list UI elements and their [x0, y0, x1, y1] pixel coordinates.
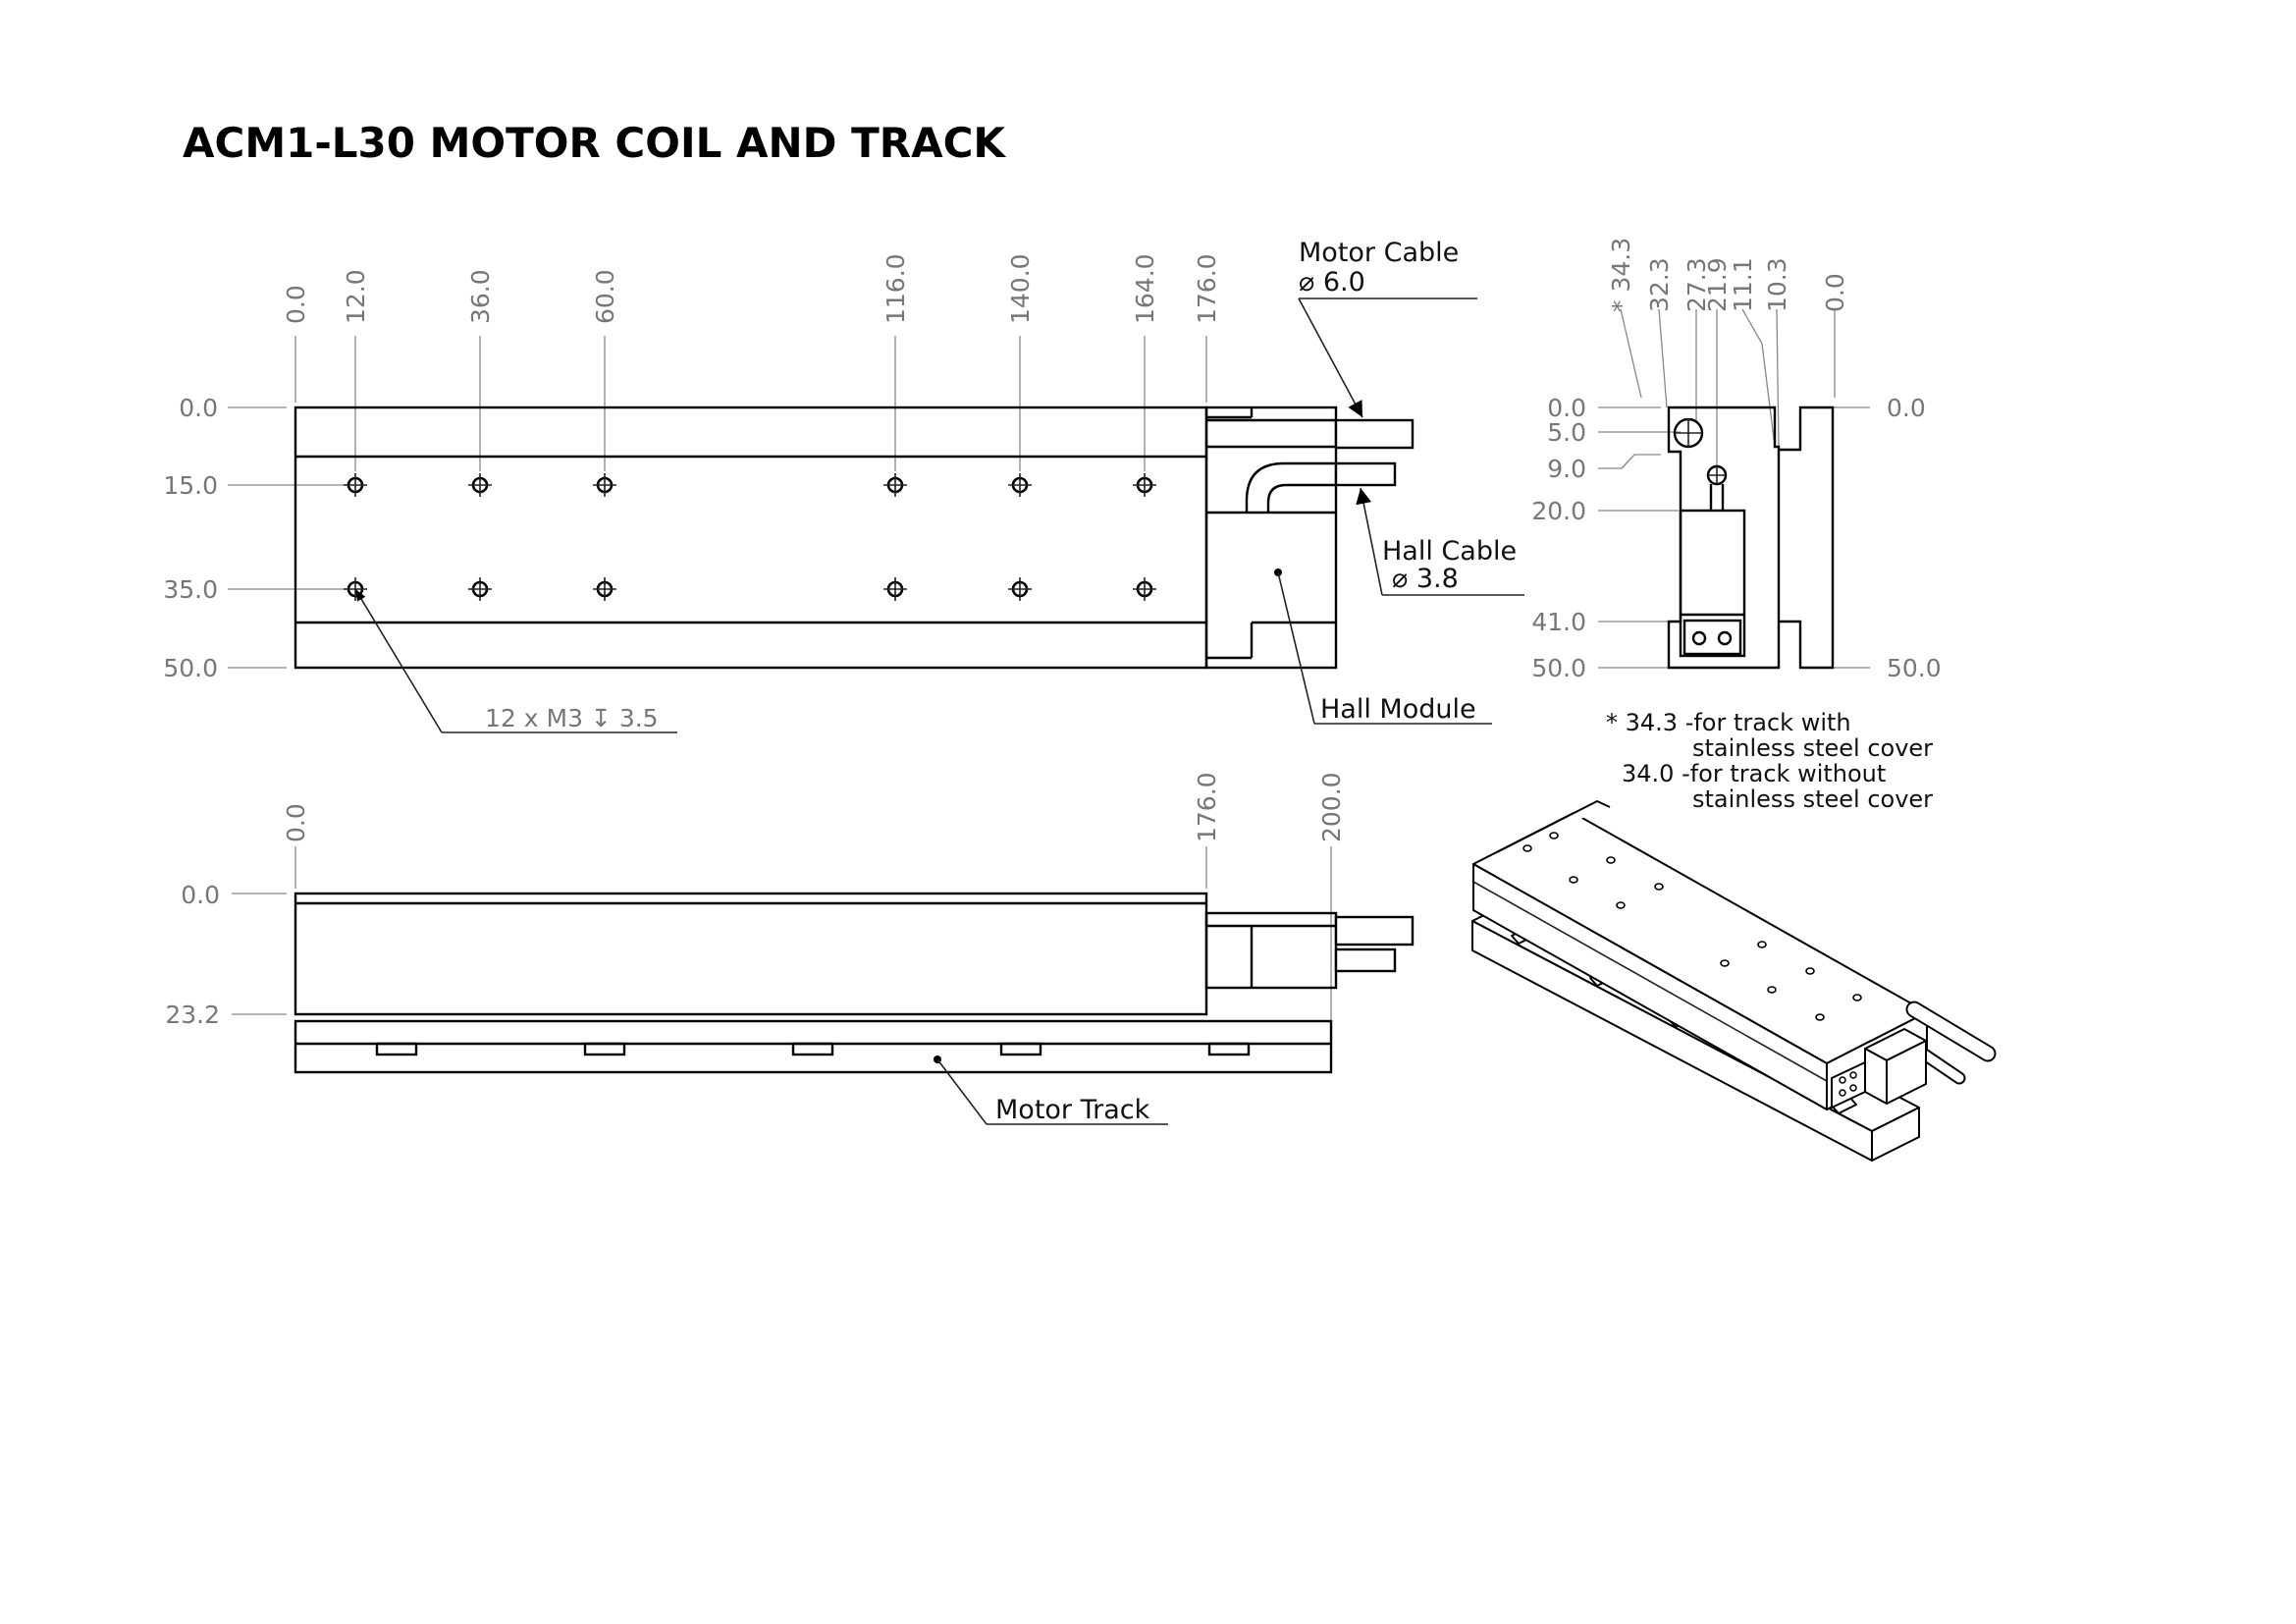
note-line-4: stainless steel cover [1692, 785, 1933, 813]
motor-cable [1206, 418, 1415, 450]
mounting-hole [1008, 473, 1032, 497]
side-x-dim-176: 176.0 [1193, 772, 1221, 842]
hall-module [1204, 406, 1338, 670]
side-view: 0.0 176.0 200.0 0.0 23.2 Motor Track [165, 772, 1415, 1125]
top-y-dim-50: 50.0 [163, 654, 218, 682]
mounting-hole [593, 473, 616, 497]
end-x-dim-0: 0.0 [1821, 273, 1849, 312]
end-x-dim-32-3: 32.3 [1645, 257, 1674, 312]
motor-coil-body [294, 406, 1208, 670]
hall-cable [1245, 461, 1397, 513]
side-x-dim-0: 0.0 [282, 803, 310, 842]
end-y-dim-41: 41.0 [1531, 608, 1586, 636]
side-y-dim-0: 0.0 [181, 881, 220, 909]
motor-track-label: Motor Track [995, 1095, 1150, 1125]
mounting-hole [1133, 473, 1156, 497]
top-view-y-extension-lines [228, 406, 348, 669]
motor-cable-callout: Motor Cable ⌀ 6.0 [1298, 238, 1477, 418]
top-x-dim-116: 116.0 [881, 253, 910, 324]
motor-cable-diameter: ⌀ 6.0 [1299, 267, 1365, 298]
side-coil-body [294, 892, 1208, 1016]
side-x-dim-200: 200.0 [1317, 772, 1346, 842]
top-y-dim-15: 15.0 [163, 471, 218, 500]
motor-cable-label: Motor Cable [1299, 238, 1459, 268]
hall-module-label: Hall Module [1320, 694, 1476, 725]
end-view-track-outline [1779, 406, 1835, 670]
end-x-dim-27-3: 27.3 [1682, 257, 1711, 312]
hole-callout: 12 x M3 ↧ 3.5 [485, 704, 659, 732]
top-view-x-extension-lines [294, 336, 1207, 471]
motor-track [294, 1019, 1333, 1074]
end-y-dim-0: 0.0 [1547, 394, 1586, 422]
end-y-dim-50: 50.0 [1531, 654, 1586, 682]
top-y-dim-35: 35.0 [163, 575, 218, 604]
end-y-dim-right-0: 0.0 [1887, 394, 1926, 422]
drawing-title: ACM1-L30 MOTOR COIL AND TRACK [183, 119, 1006, 167]
top-view: 0.0 12.0 36.0 60.0 116.0 140.0 164.0 176… [163, 253, 1492, 733]
cover-note: * 34.3 -for track with stainless steel c… [1606, 709, 1933, 813]
top-x-dim-36: 36.0 [466, 269, 495, 324]
end-x-dim-21-9: 21.9 [1703, 257, 1732, 312]
hall-cable-label: Hall Cable [1382, 536, 1517, 567]
isometric-view [1471, 800, 1997, 1162]
end-y-dim-right-50: 50.0 [1887, 654, 1942, 682]
mounting-holes [344, 473, 1156, 601]
mounting-hole [1008, 577, 1032, 601]
mounting-hole [593, 577, 616, 601]
note-line-3: 34.0 -for track without [1622, 760, 1886, 787]
end-y-dim-20: 20.0 [1531, 497, 1586, 525]
note-line-2: stainless steel cover [1692, 734, 1933, 762]
hall-cable-callout: Hall Cable ⌀ 3.8 [1356, 487, 1524, 596]
top-x-dim-12: 12.0 [342, 269, 370, 324]
mounting-hole [468, 473, 492, 497]
top-x-dim-60: 60.0 [591, 269, 619, 324]
top-x-dim-176: 176.0 [1193, 253, 1221, 324]
mounting-hole [344, 473, 367, 497]
side-hall-module [1204, 911, 1338, 990]
end-y-dim-5: 5.0 [1547, 418, 1586, 447]
note-line-1: * 34.3 -for track with [1606, 709, 1851, 736]
end-view-coil-outline [1667, 406, 1781, 670]
mounting-hole [1133, 577, 1156, 601]
end-y-dim-9: 9.0 [1547, 455, 1586, 483]
mounting-hole [883, 473, 907, 497]
end-x-dim-11-1: 11.1 [1729, 257, 1757, 312]
mounting-hole [883, 577, 907, 601]
end-x-dim-10-3: 10.3 [1763, 257, 1791, 312]
top-x-dim-0: 0.0 [282, 285, 310, 324]
end-view: * 34.3 32.3 27.3 21.9 11.1 10.3 0.0 0.0 … [1531, 238, 1941, 682]
hall-module-section [1679, 509, 1746, 658]
hall-cable-diameter: ⌀ 3.8 [1392, 564, 1459, 594]
top-x-dim-140: 140.0 [1006, 253, 1035, 324]
top-y-dim-0: 0.0 [179, 394, 218, 422]
top-x-dim-164: 164.0 [1131, 253, 1159, 324]
mounting-hole [468, 577, 492, 601]
end-x-dim-34-3: * 34.3 [1607, 238, 1635, 312]
side-y-dim-23-2: 23.2 [165, 1001, 220, 1029]
